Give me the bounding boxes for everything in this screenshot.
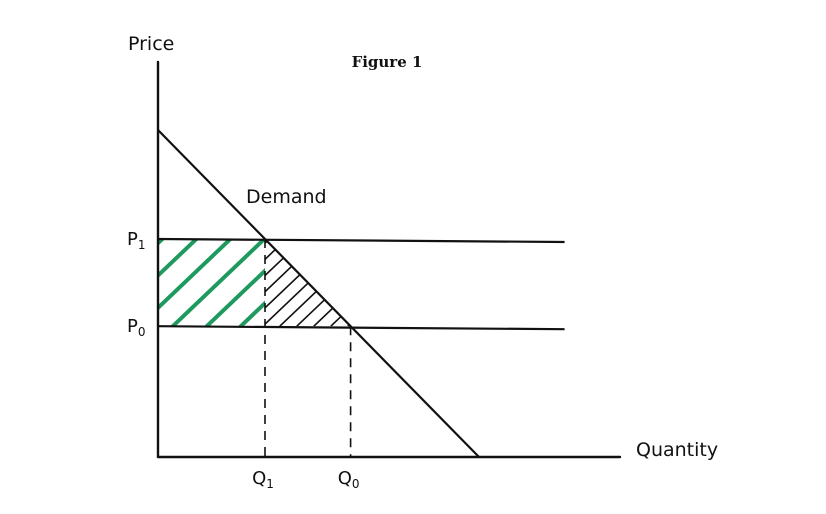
y-tick-label-p1: P1 — [127, 229, 146, 252]
green-hatch-group — [158, 239, 367, 327]
black-hatch-stroke — [347, 239, 351, 327]
price-level-line-1 — [157, 325, 565, 331]
green-hatch-stroke — [158, 239, 233, 327]
x-tick-label-q1: Q1 — [252, 468, 274, 491]
green-hatch-stroke — [275, 239, 367, 326]
y-tick-label-p0: P0 — [127, 316, 146, 339]
x-axis-label: Quantity — [636, 439, 718, 461]
black-hatch-stroke — [313, 239, 351, 327]
axes — [156, 60, 622, 459]
black-hatch-stroke — [265, 239, 338, 327]
green-hatch-stroke — [158, 239, 165, 327]
green-hatch-stroke — [170, 239, 265, 327]
price-level-line-0 — [157, 237, 565, 244]
black-hatch-stroke — [365, 239, 457, 326]
green-hatch-stroke — [204, 239, 265, 327]
series-lines — [157, 129, 480, 458]
y-axis-label: Price — [128, 33, 174, 55]
demand-series-label: Demand — [246, 186, 327, 208]
price-level-lines — [157, 237, 565, 331]
black-hatch-stroke — [265, 239, 304, 327]
x-tick-label-q0: Q0 — [338, 468, 360, 491]
chart-title: Figure 1 — [352, 53, 423, 71]
dashed-drop-lines — [264, 239, 352, 457]
green-hatch-stroke — [238, 239, 265, 327]
green-hatched-region — [158, 239, 367, 327]
green-hatch-stroke — [158, 239, 199, 327]
demand-line — [157, 129, 480, 458]
black-hatch-stroke — [330, 239, 351, 327]
black-hatch-stroke — [279, 239, 351, 327]
black-hatch-stroke — [296, 239, 351, 327]
black-hatch-stroke — [265, 239, 287, 327]
